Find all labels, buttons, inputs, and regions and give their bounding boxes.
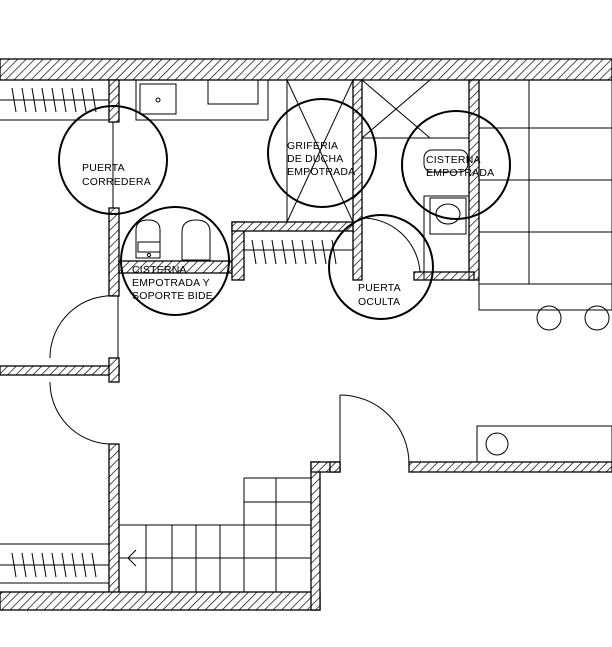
label-cisterna-bide: CISTERNA EMPOTRADA Y SOPORTE BIDE <box>132 264 213 302</box>
wc-shower-tray <box>361 79 470 139</box>
toilet-cistern <box>137 241 161 253</box>
top-wall <box>0 58 612 81</box>
oculta-jamb <box>413 271 475 281</box>
bench-right <box>478 283 612 311</box>
bench-wheel-1 <box>536 305 562 331</box>
stair-wall-stub <box>329 461 341 473</box>
closet-rods <box>0 87 353 584</box>
washbasin-counter <box>135 79 269 121</box>
left-wall-mid <box>108 207 120 297</box>
walls <box>0 58 612 611</box>
label-puerta-oculta: PUERTA OCULTA <box>358 282 403 308</box>
toilet-small <box>135 219 161 259</box>
callout-circles <box>58 98 511 320</box>
cabinet-right <box>478 79 612 285</box>
stair-wall-bottom <box>0 591 321 611</box>
mid-left-stub <box>108 357 120 383</box>
callout-griferia <box>267 98 377 208</box>
wc-diag-2 <box>361 79 431 139</box>
staircase <box>118 477 312 593</box>
bidet <box>181 219 211 261</box>
door-arc-upper <box>49 295 119 359</box>
shower-tray <box>286 79 354 223</box>
door-swings <box>49 122 421 472</box>
callout-corredera <box>58 105 168 215</box>
annotation-labels: PUERTA CORREDERA GRIFERIA DE DUCHA EMPOT… <box>82 140 494 308</box>
lower-right-knob <box>485 432 509 456</box>
callout-cisterna <box>401 110 511 220</box>
label-griferia: GRIFERIA DE DUCHA EMPOTRADA <box>287 140 355 178</box>
toilet-flush <box>146 252 152 258</box>
door-arc-stair <box>339 394 410 465</box>
callout-oculta <box>328 214 434 320</box>
callout-cisterna-bide <box>120 206 230 316</box>
closet-hangers-shower <box>251 239 337 265</box>
right-lower-wall <box>408 461 612 473</box>
label-puerta-corredera: PUERTA CORREDERA <box>82 162 151 188</box>
toilet-box <box>429 197 467 235</box>
toilet-tank <box>423 149 469 173</box>
door-arc-oculta <box>361 217 421 273</box>
wc-cistern-wall <box>423 195 470 281</box>
bench-wheel-2 <box>584 305 610 331</box>
stair-wall-right <box>310 461 321 611</box>
left-wall-lower <box>108 443 120 611</box>
washbasin-bowl <box>139 83 177 115</box>
label-cisterna: CISTERNA EMPOTRADA <box>426 154 494 179</box>
washbasin-drain <box>155 97 161 103</box>
wc-wall-right <box>468 79 480 281</box>
lower-right-unit <box>476 425 612 463</box>
shower-ledge-top <box>231 221 354 232</box>
left-wall-upper <box>108 79 120 123</box>
vanity-top <box>207 79 259 105</box>
mid-left-wall <box>0 365 120 376</box>
door-arc-lower <box>49 381 110 445</box>
closet-hangers-lower-left <box>11 552 97 578</box>
toilet-bowl <box>435 203 461 225</box>
